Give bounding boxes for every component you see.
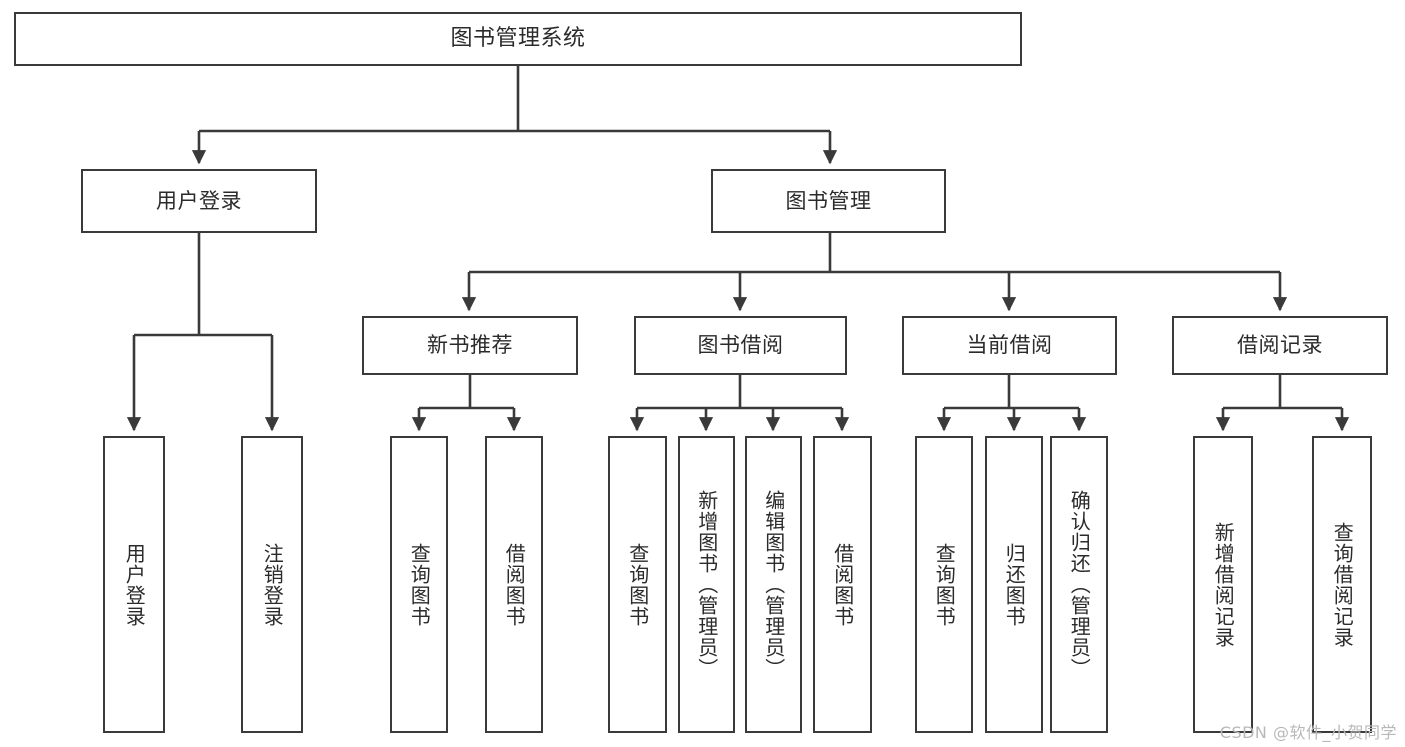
node-root[interactable]: 图书管理系统 xyxy=(14,12,1022,66)
node-label: 借阅图书 xyxy=(502,542,527,627)
leaf-add-book-admin[interactable]: 新增图书（管理员） xyxy=(678,436,735,733)
leaf-query-book-recommend[interactable]: 查询图书 xyxy=(390,436,448,733)
node-label: 图书借阅 xyxy=(697,333,784,358)
leaf-query-book-current[interactable]: 查询图书 xyxy=(915,436,973,733)
leaf-query-borrow-record[interactable]: 查询借阅记录 xyxy=(1312,436,1372,733)
node-borrow-record[interactable]: 借阅记录 xyxy=(1172,316,1388,375)
node-label: 新增图书（管理员） xyxy=(694,490,719,679)
node-label: 查询图书 xyxy=(932,542,957,627)
node-label: 新增借阅记录 xyxy=(1211,521,1236,648)
node-label: 当前借阅 xyxy=(966,333,1053,358)
leaf-add-borrow-record[interactable]: 新增借阅记录 xyxy=(1193,436,1253,733)
node-label: 图书管理 xyxy=(785,188,872,213)
leaf-borrow-book[interactable]: 借阅图书 xyxy=(813,436,872,733)
node-book-management-module[interactable]: 图书管理 xyxy=(711,169,946,233)
csdn-watermark: CSDN @软件_小贺同学 xyxy=(1219,723,1397,742)
node-label: 编辑图书（管理员） xyxy=(761,490,786,679)
leaf-user-login[interactable]: 用户登录 xyxy=(103,436,165,733)
node-current-borrow[interactable]: 当前借阅 xyxy=(902,316,1117,375)
node-label: 查询借阅记录 xyxy=(1330,521,1355,648)
node-user-login-module[interactable]: 用户登录 xyxy=(81,169,317,233)
node-label: 借阅图书 xyxy=(830,542,855,627)
node-root-label: 图书管理系统 xyxy=(450,26,586,52)
node-new-book-recommend[interactable]: 新书推荐 xyxy=(362,316,578,375)
node-label: 用户登录 xyxy=(156,188,242,213)
node-label: 新书推荐 xyxy=(427,333,513,358)
leaf-borrow-book-recommend[interactable]: 借阅图书 xyxy=(485,436,543,733)
node-label: 查询图书 xyxy=(407,542,432,627)
node-label: 查询图书 xyxy=(625,542,650,627)
leaf-return-book[interactable]: 归还图书 xyxy=(985,436,1043,733)
leaf-edit-book-admin[interactable]: 编辑图书（管理员） xyxy=(745,436,802,733)
node-label: 用户登录 xyxy=(122,542,147,627)
node-label: 归还图书 xyxy=(1002,542,1027,627)
leaf-query-book-borrow[interactable]: 查询图书 xyxy=(608,436,667,733)
node-label: 注销登录 xyxy=(260,542,285,627)
leaf-confirm-return-admin[interactable]: 确认归还（管理员） xyxy=(1050,436,1108,733)
node-label: 确认归还（管理员） xyxy=(1067,490,1092,679)
node-label: 借阅记录 xyxy=(1237,333,1323,358)
leaf-user-logout[interactable]: 注销登录 xyxy=(241,436,303,733)
node-book-borrow[interactable]: 图书借阅 xyxy=(634,316,847,375)
